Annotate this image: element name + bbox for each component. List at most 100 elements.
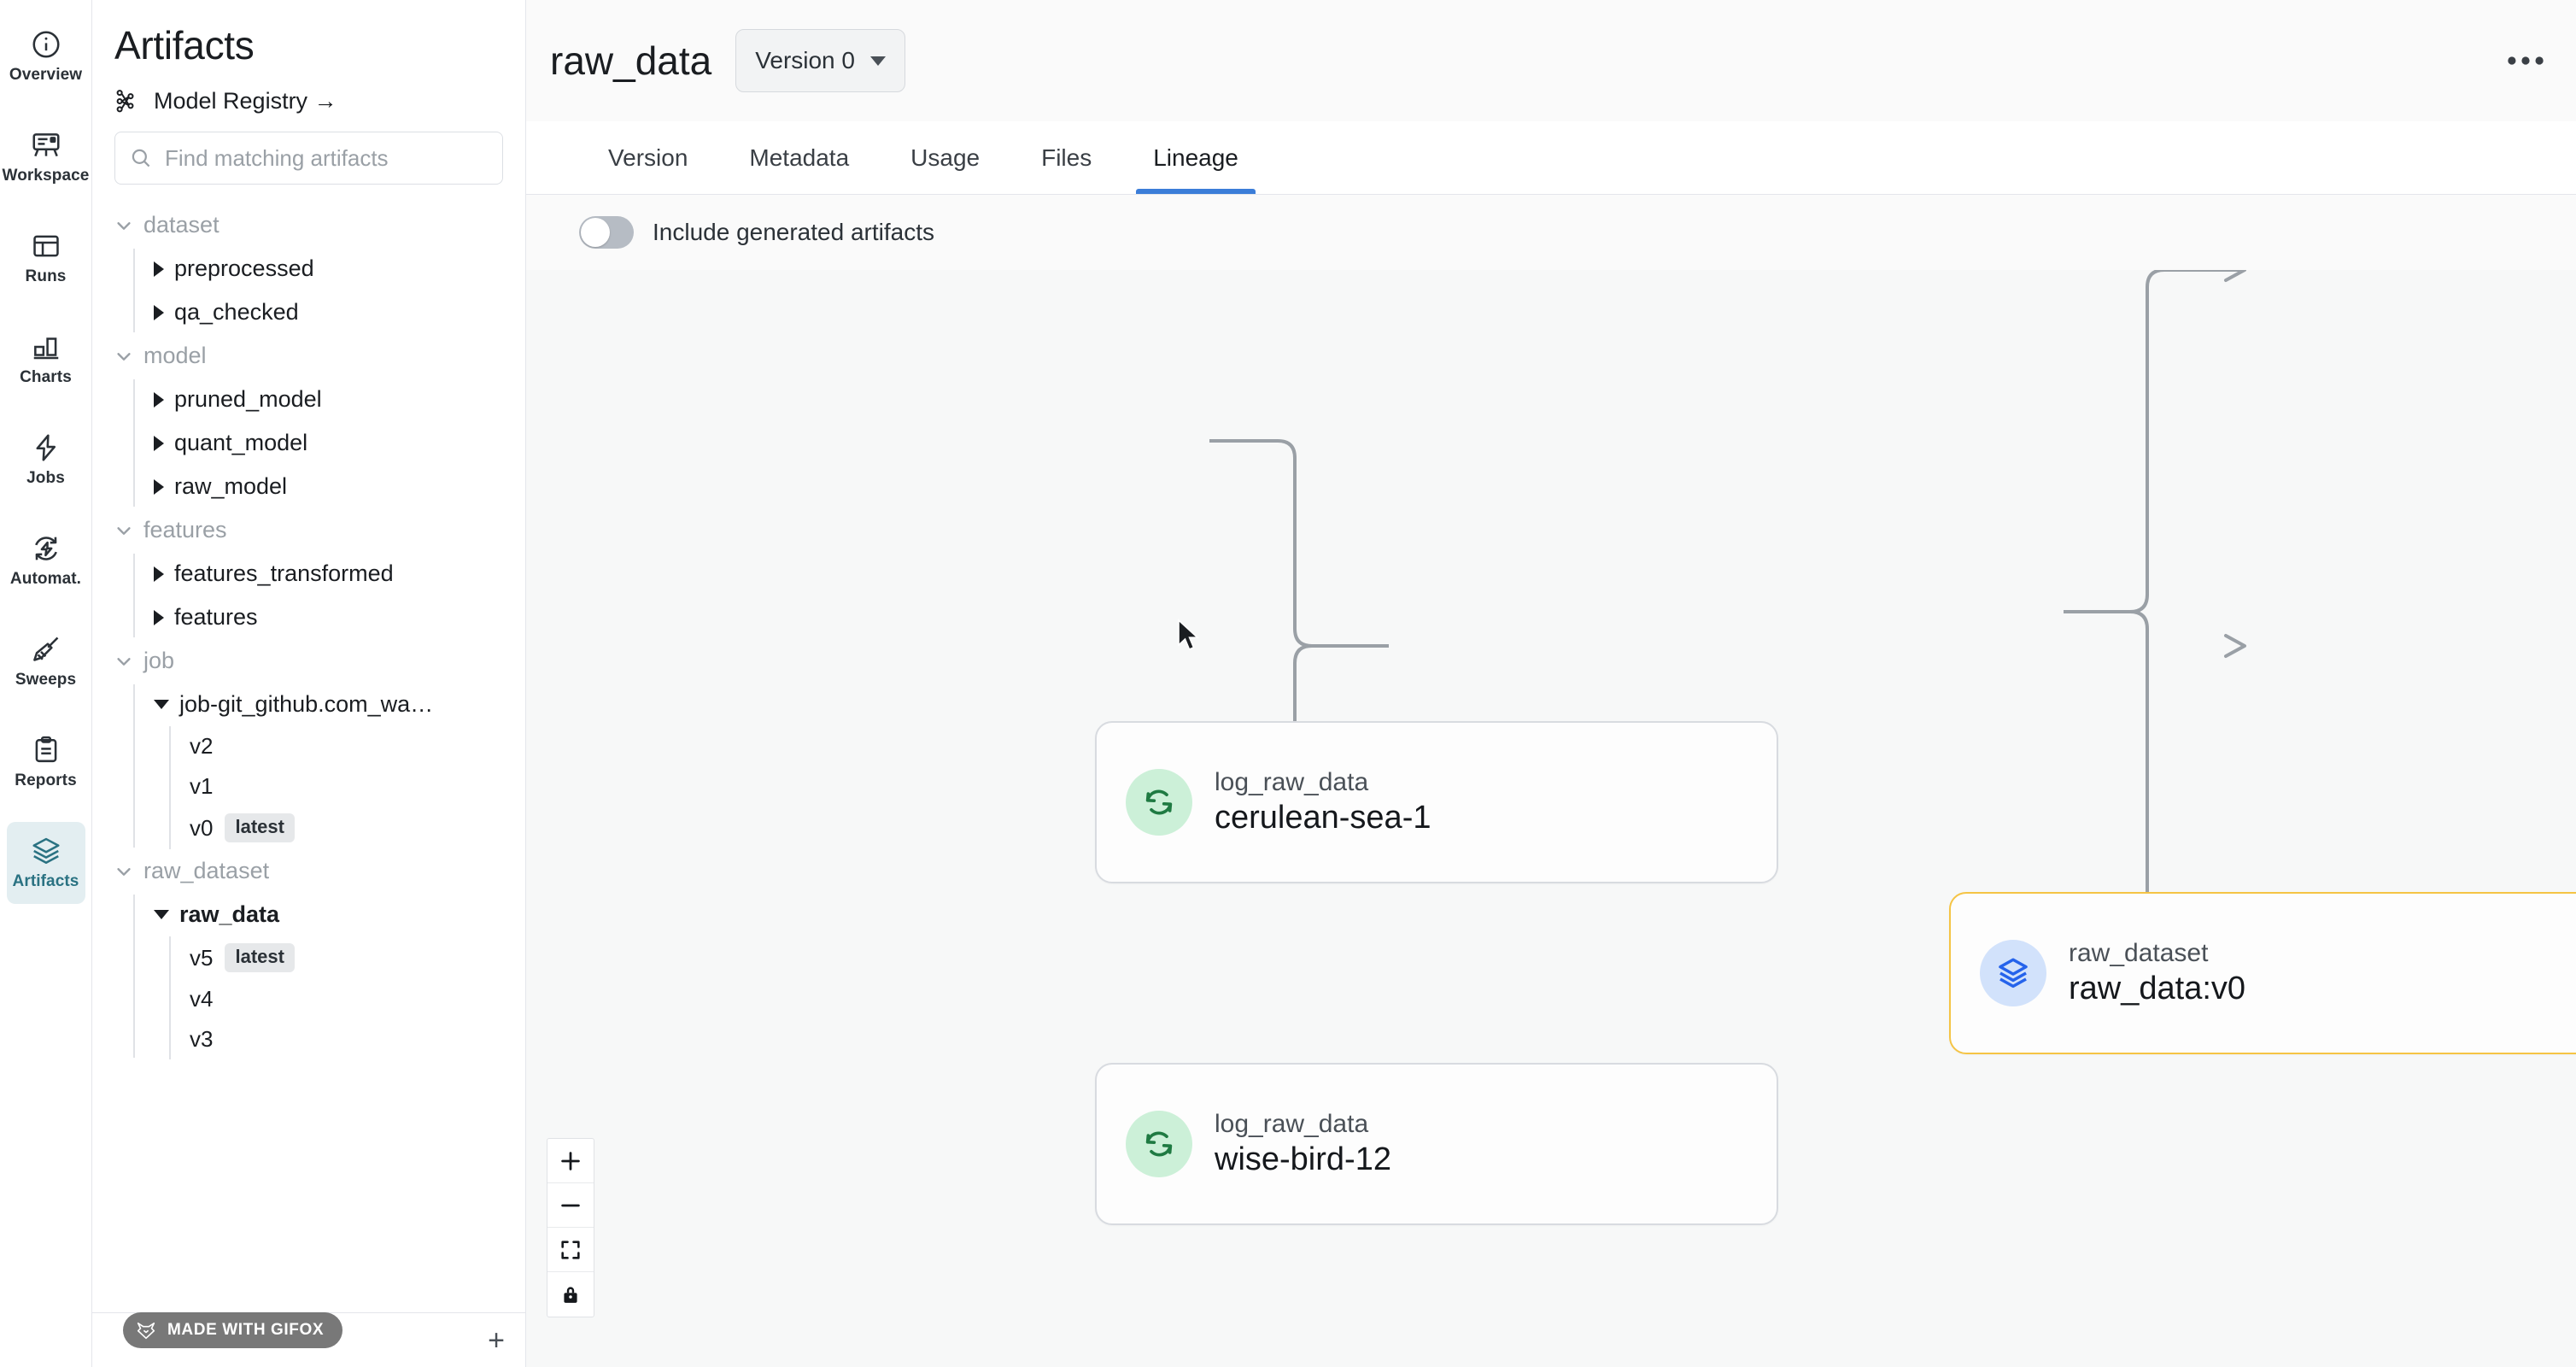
run-refresh-icon [1126, 769, 1192, 836]
tab-files[interactable]: Files [1010, 121, 1122, 194]
more-options-icon[interactable] [2506, 55, 2545, 67]
sidebar-item-label: Sweeps [15, 671, 77, 689]
version-row[interactable]: v4 [169, 979, 525, 1019]
sidebar-item-label: Workspace [2, 167, 90, 185]
tree-group-model: model pruned_model quant_model raw_model [92, 334, 525, 508]
tree-item-job-git[interactable]: job-git_github.com_wa… [133, 683, 525, 726]
tab-label: Version [608, 144, 688, 171]
sidebar-item-reports[interactable]: Reports [7, 721, 85, 803]
zoom-out-button[interactable] [547, 1183, 594, 1228]
lock-button[interactable] [547, 1272, 594, 1317]
tree-group-label: job [143, 648, 175, 673]
tab-usage[interactable]: Usage [880, 121, 1010, 194]
sidebar-item-label: Runs [25, 267, 67, 285]
sidebar-item-sweeps[interactable]: Sweeps [7, 620, 85, 702]
sidebar-item-automations[interactable]: Automat. [7, 519, 85, 601]
lineage-node-run-cerulean-sea-1[interactable]: log_raw_data cerulean-sea-1 [1095, 721, 1778, 883]
tree-group-label: features [143, 517, 227, 543]
bar-chart-icon [30, 331, 62, 363]
tree-item-qa-checked[interactable]: qa_checked [133, 290, 525, 334]
tree-children: features_transformed features [133, 552, 525, 639]
tab-label: Files [1041, 144, 1092, 171]
tree-item-label: raw_model [174, 473, 288, 499]
chevron-down-icon [114, 347, 133, 366]
tree-children: raw_data v5 latest v4 v3 [133, 893, 525, 1059]
tab-version[interactable]: Version [577, 121, 718, 194]
version-selector[interactable]: Version 0 [735, 29, 905, 92]
add-artifact-button[interactable]: + [488, 1323, 505, 1357]
search-icon [129, 146, 153, 170]
version-row[interactable]: v5 latest [169, 936, 525, 979]
lineage-canvas[interactable]: log_raw_data cerulean-sea-1 log_raw_data… [526, 270, 2576, 1367]
include-generated-artifacts-toggle[interactable] [579, 216, 634, 249]
tree-group-header[interactable]: features [92, 508, 525, 552]
tree-group-header[interactable]: model [92, 334, 525, 378]
tree-item-label: job-git_github.com_wa… [179, 691, 434, 717]
tab-label: Usage [910, 144, 981, 171]
artifact-search-wrap [92, 114, 525, 185]
version-selector-value: Version 0 [755, 47, 855, 73]
sidebar-item-workspace[interactable]: Workspace [3, 116, 89, 198]
lineage-node-artifact-raw-data-v0[interactable]: raw_dataset raw_data:v0 [1949, 892, 2576, 1054]
sidebar-item-artifacts[interactable]: Artifacts [6, 822, 85, 904]
lineage-node-run-wise-bird-12[interactable]: log_raw_data wise-bird-12 [1095, 1063, 1778, 1225]
artifact-tabs: Version Metadata Usage Files Lineage [526, 121, 2576, 195]
tree-item-features[interactable]: features [133, 595, 525, 639]
left-nav-rail: Overview Workspace Runs [0, 0, 92, 1367]
search-input[interactable] [165, 144, 489, 172]
broom-icon [30, 633, 62, 666]
zoom-in-button[interactable] [547, 1139, 594, 1183]
sidebar-item-label: Reports [15, 772, 77, 789]
tree-item-pruned-model[interactable]: pruned_model [133, 378, 525, 421]
tab-lineage[interactable]: Lineage [1122, 121, 1269, 194]
tree-item-label: preprocessed [174, 255, 314, 281]
tree-item-label: raw_data [179, 901, 280, 927]
sidebar-item-label: Jobs [26, 469, 65, 487]
version-row[interactable]: v2 [169, 726, 525, 766]
sidebar-item-runs[interactable]: Runs [7, 217, 85, 299]
fit-view-button[interactable] [547, 1228, 594, 1272]
node-type-label: raw_dataset [2069, 938, 2209, 967]
version-row[interactable]: v0 latest [169, 807, 525, 849]
tree-group-header[interactable]: raw_dataset [92, 849, 525, 893]
sidebar-item-overview[interactable]: Overview [7, 15, 85, 97]
chevron-down-icon [114, 862, 133, 881]
caret-down-icon [154, 700, 169, 709]
chevron-down-icon [114, 521, 133, 540]
node-type-label: log_raw_data [1215, 1109, 1369, 1138]
tree-group-header[interactable]: job [92, 639, 525, 683]
canvas-zoom-controls [547, 1138, 594, 1317]
sidebar-item-label: Automat. [9, 570, 82, 588]
artifact-search-box[interactable] [114, 132, 503, 185]
latest-badge: latest [225, 813, 295, 842]
fox-icon [135, 1319, 157, 1341]
model-registry-link[interactable]: Model Registry → [92, 68, 525, 114]
tree-item-quant-model[interactable]: quant_model [133, 421, 525, 465]
sidebar-item-label: Overview [9, 66, 83, 84]
tree-group-header[interactable]: dataset [92, 203, 525, 247]
sidebar-item-jobs[interactable]: Jobs [7, 419, 85, 501]
tree-item-raw-data[interactable]: raw_data [133, 893, 525, 936]
version-row[interactable]: v3 [169, 1019, 525, 1059]
node-type-label: log_raw_data [1215, 767, 1369, 796]
artifacts-panel: Artifacts Model Registry → [92, 0, 526, 1367]
workspace-icon [30, 129, 62, 161]
run-refresh-icon [1126, 1111, 1192, 1177]
tab-metadata[interactable]: Metadata [718, 121, 880, 194]
tab-label: Lineage [1153, 144, 1238, 171]
tree-item-features-transformed[interactable]: features_transformed [133, 552, 525, 595]
chevron-down-icon [114, 652, 133, 671]
version-row[interactable]: v1 [169, 766, 525, 807]
model-registry-icon [114, 87, 142, 114]
version-label: v4 [190, 986, 214, 1012]
tree-item-raw-model[interactable]: raw_model [133, 465, 525, 508]
page-title: Artifacts [114, 23, 255, 67]
version-label: v3 [190, 1026, 214, 1052]
tree-item-preprocessed[interactable]: preprocessed [133, 247, 525, 290]
artifact-tree: dataset preprocessed qa_checked [92, 185, 525, 1312]
sidebar-item-charts[interactable]: Charts [7, 318, 85, 400]
table-icon [30, 230, 62, 262]
artifact-header: raw_data Version 0 [526, 0, 2576, 121]
chevron-right-icon [154, 478, 164, 495]
